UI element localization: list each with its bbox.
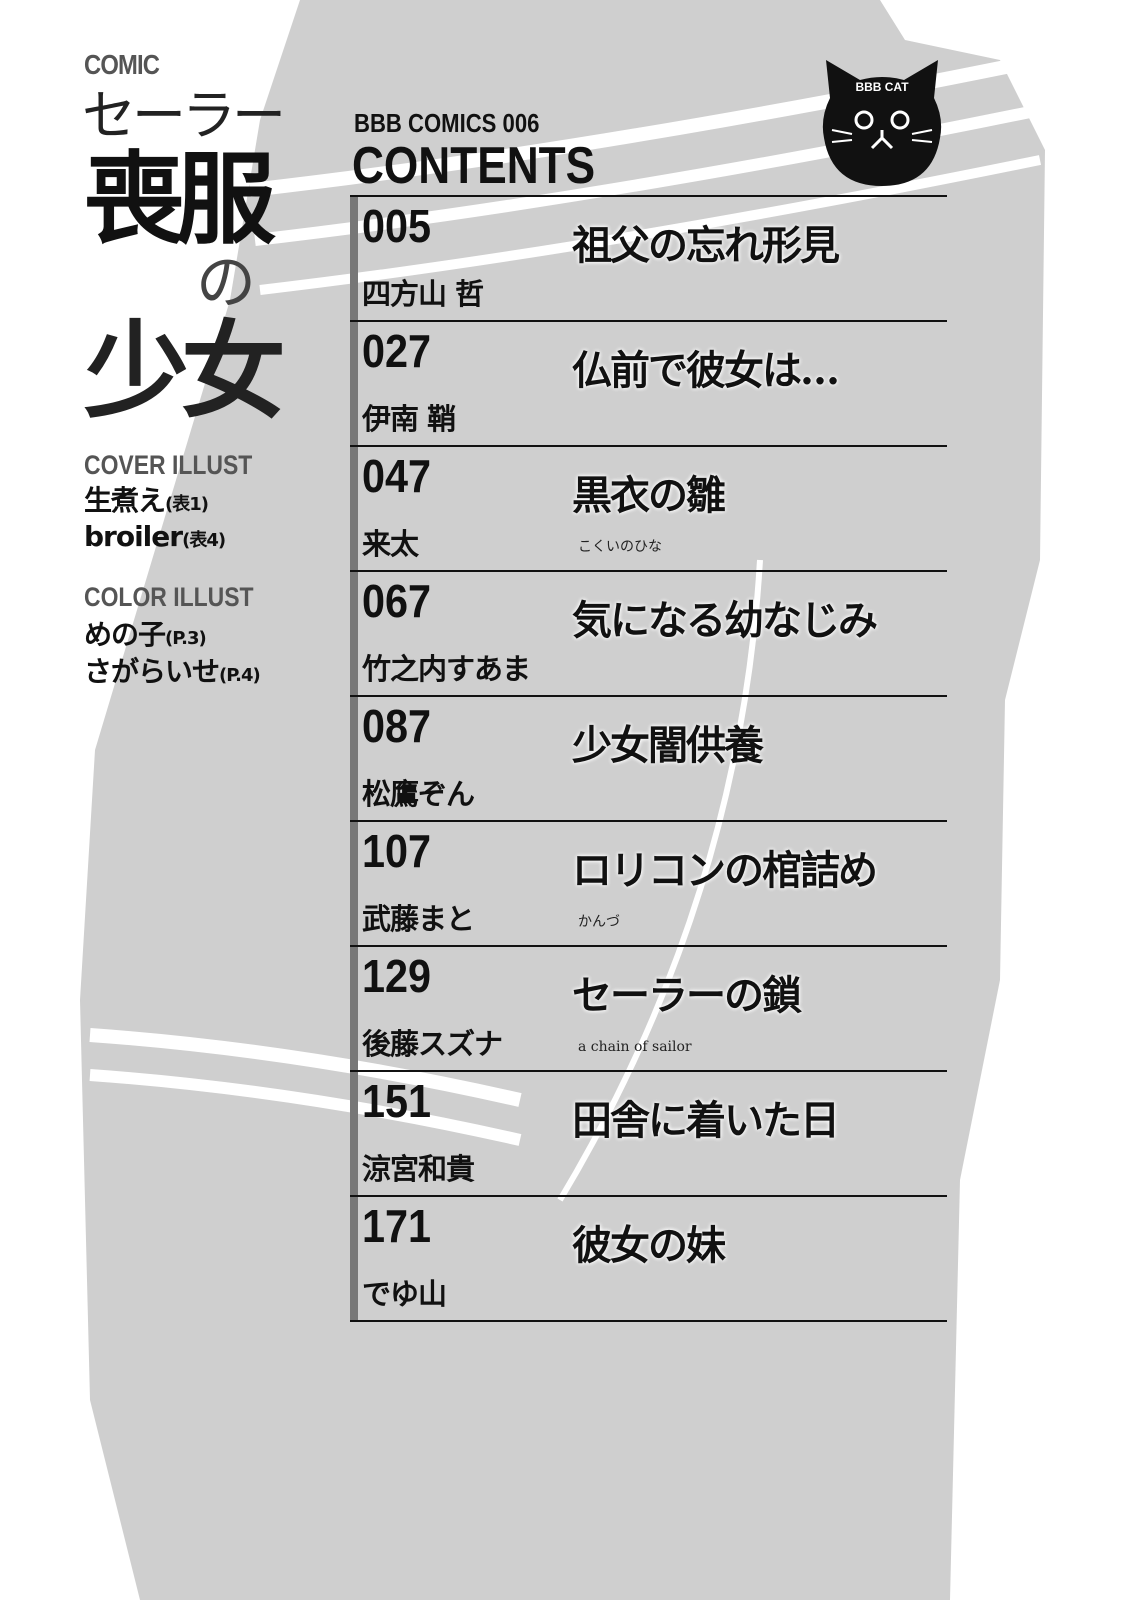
credit-note: (P.4): [219, 665, 261, 686]
credit-name: さがらいせ: [84, 655, 220, 688]
table-accent-bar: [350, 197, 358, 1322]
toc-entry[interactable]: 067 竹之内すあま 気になる幼なじみ: [350, 572, 947, 697]
story-subtitle: こくいのひな: [578, 539, 662, 555]
story-title: 気になる幼なじみ: [572, 597, 878, 644]
cat-icon: [822, 60, 942, 186]
cover-illust-heading: COVER ILLUST: [84, 450, 253, 480]
page-number: 047: [362, 450, 432, 502]
credit-name: 生煮え: [84, 484, 166, 517]
author-name: 伊南 鞘: [362, 402, 456, 436]
author-name: 来太: [362, 527, 419, 561]
book-title-line1: セーラー: [82, 84, 286, 147]
toc-entry[interactable]: 087 松鷹ぞん 少女闇供養: [350, 697, 947, 822]
author-name: 後藤スズナ: [362, 1027, 503, 1061]
story-title: 田舎に着いた日: [572, 1097, 840, 1144]
credit-note: (P.3): [165, 628, 207, 649]
toc-entry[interactable]: 151 涼宮和貴 田舎に着いた日: [350, 1072, 947, 1197]
page-number: 087: [362, 700, 432, 752]
book-title-no: の: [196, 248, 256, 318]
story-title: 黒衣の雛: [572, 472, 726, 519]
story-title: 彼女の妹: [572, 1222, 726, 1269]
toc-entry[interactable]: 027 伊南 鞘 仏前で彼女は…: [350, 322, 947, 447]
color-illust-heading: COLOR ILLUST: [84, 582, 254, 612]
credit-note: (表1): [165, 494, 209, 515]
story-title: 祖父の忘れ形見: [572, 222, 840, 269]
story-title: ロリコンの棺詰め: [572, 847, 878, 894]
author-name: 武藤まと: [362, 902, 475, 936]
logo-text: BBB CAT: [855, 80, 909, 94]
author-name: でゆ山: [362, 1277, 447, 1311]
story-subtitle: かんづ: [578, 914, 620, 930]
author-name: 竹之内すあま: [362, 652, 531, 686]
toc-entry[interactable]: 005 四方山 哲 祖父の忘れ形見: [350, 197, 947, 322]
toc-entry[interactable]: 107 武藤まと ロリコンの棺詰めかんづ: [350, 822, 947, 947]
page-number: 107: [362, 825, 432, 877]
toc-entry[interactable]: 047 来太 黒衣の雛こくいのひな: [350, 447, 947, 572]
series-label: BBB COMICS 006: [354, 108, 540, 138]
story-subtitle: a chain of sailor: [578, 1039, 692, 1055]
page-number: 027: [362, 325, 432, 377]
color-credit: さがらいせ(P.4): [84, 655, 261, 692]
contents-heading: CONTENTS: [352, 137, 596, 195]
author-name: 涼宮和貴: [362, 1152, 475, 1186]
story-title: 仏前で彼女は…: [572, 347, 840, 394]
page-number: 129: [362, 950, 432, 1002]
cover-credit: 生煮え(表1): [84, 484, 209, 521]
book-title-line2: 喪服: [84, 140, 276, 258]
page-number: 067: [362, 575, 432, 627]
credit-name: めの子: [84, 618, 166, 651]
cover-credit: broiler(表4): [84, 520, 226, 557]
color-credit: めの子(P.3): [84, 618, 207, 655]
toc-entry[interactable]: 129 後藤スズナ セーラーの鎖 a chain of sailor: [350, 947, 947, 1072]
page-number: 151: [362, 1075, 432, 1127]
toc-entry[interactable]: 171 でゆ山 彼女の妹: [350, 1197, 947, 1322]
author-name: 松鷹ぞん: [362, 777, 475, 811]
book-title-line3: 少女: [84, 309, 286, 433]
story-title: 少女闇供養: [572, 722, 764, 769]
credit-note: (表4): [182, 530, 226, 551]
page-number: 171: [362, 1200, 432, 1252]
author-name: 四方山 哲: [362, 277, 484, 311]
page-number: 005: [362, 200, 432, 252]
comic-label: COMIC: [84, 49, 160, 80]
credit-name: broiler: [84, 520, 183, 553]
story-title: セーラーの鎖: [572, 972, 802, 1019]
bbb-cat-logo: BBB CAT: [822, 58, 942, 188]
contents-table: 005 四方山 哲 祖父の忘れ形見 027 伊南 鞘 仏前で彼女は… 047 来太 黒衣の雛こく…: [350, 195, 947, 1322]
